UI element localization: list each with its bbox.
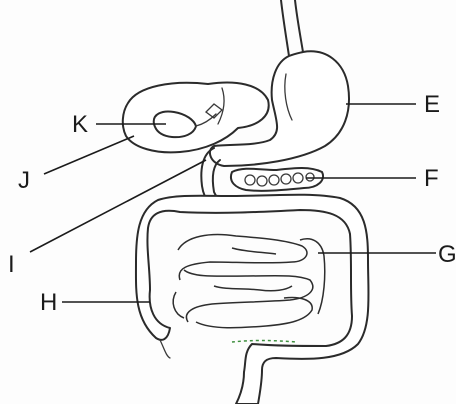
label-G: G [438,241,456,268]
label-K: K [72,111,88,138]
label-F: F [424,165,439,192]
appendix [160,340,170,358]
label-E: E [424,91,440,118]
esophagus [281,0,303,56]
esophagus-right-wall [295,0,303,52]
label-I: I [8,251,15,278]
small-intestine [173,235,325,328]
label-H: H [40,289,57,316]
liver [123,83,269,153]
esophagus-left-wall [281,0,289,56]
large-intestine [136,195,369,404]
leader-J [44,136,134,174]
label-J: J [18,167,30,194]
rectum-edge [232,341,296,343]
